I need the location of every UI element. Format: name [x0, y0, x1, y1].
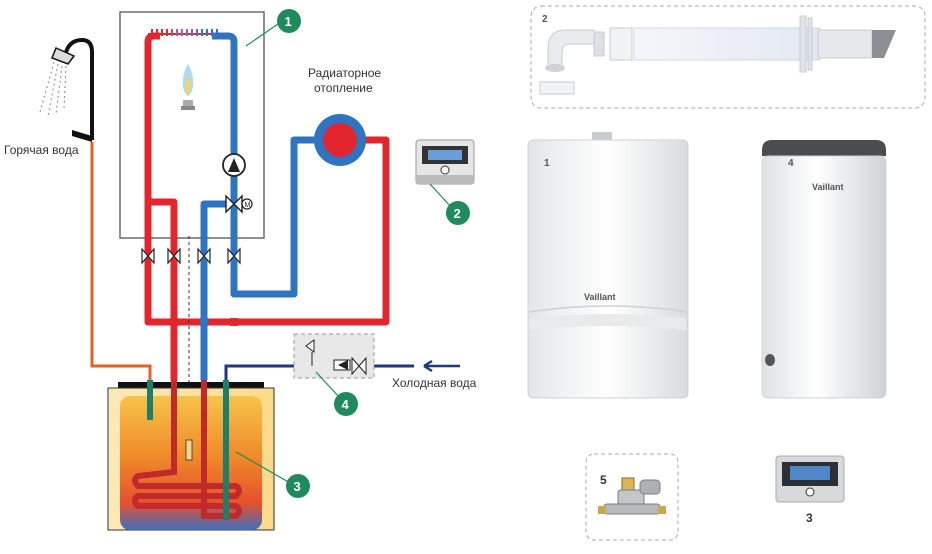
- isolation-valves: [141, 247, 241, 265]
- hot-water-label: Горячая вода: [4, 143, 79, 157]
- boiler-brand: Vaillant: [584, 292, 616, 302]
- flue-kit-panel: 2: [530, 5, 926, 109]
- cylinder-brand: Vaillant: [812, 182, 844, 192]
- svg-text:1: 1: [285, 14, 292, 29]
- svg-text:4: 4: [342, 397, 350, 412]
- cold-water-arrow-icon: [423, 359, 460, 373]
- burner-flame-icon: [181, 64, 195, 110]
- heat-exchanger: [148, 29, 222, 36]
- cylinder-number: 4: [788, 158, 794, 169]
- room-controller-icon: [415, 139, 475, 185]
- diverter-valve-icon: M: [225, 194, 253, 214]
- svg-text:2: 2: [454, 206, 461, 221]
- callout-1-badge: 1: [277, 9, 301, 33]
- callout-2-badge: 2: [446, 201, 470, 225]
- shower-head-icon: [39, 37, 94, 142]
- svg-text:M: M: [245, 202, 251, 209]
- radiator-icon: [314, 114, 366, 166]
- callout-4-badge: 4: [334, 392, 358, 416]
- dhw-hot-pipe: [90, 142, 152, 382]
- safety-group-box: [293, 333, 375, 379]
- controller-number: 3: [806, 511, 813, 525]
- radiator-label-line2: отопление: [314, 81, 373, 95]
- dhw-cylinder: [107, 380, 275, 531]
- wall-boiler-product: Vaillant 1: [527, 132, 689, 399]
- heating-return-pipe: [230, 136, 316, 298]
- storage-cylinder-product: Vaillant 4: [761, 140, 887, 399]
- boiler-flow-pipe: [144, 32, 178, 250]
- cold-water-label: Холодная вода: [392, 376, 477, 390]
- boiler-number: 1: [544, 158, 550, 169]
- radiator-label-line1: Радиаторное: [308, 66, 381, 80]
- circulation-pump-icon: [222, 153, 246, 177]
- controller-product: 3: [775, 455, 845, 525]
- heating-flow-pipe: [144, 136, 390, 326]
- flue-kit-number: 2: [542, 14, 548, 25]
- safety-group-product: 5: [585, 453, 679, 541]
- safety-group-number: 5: [600, 473, 607, 487]
- svg-text:3: 3: [294, 479, 301, 494]
- callout-3-badge: 3: [286, 474, 310, 498]
- boiler-return-pipe: [200, 32, 238, 250]
